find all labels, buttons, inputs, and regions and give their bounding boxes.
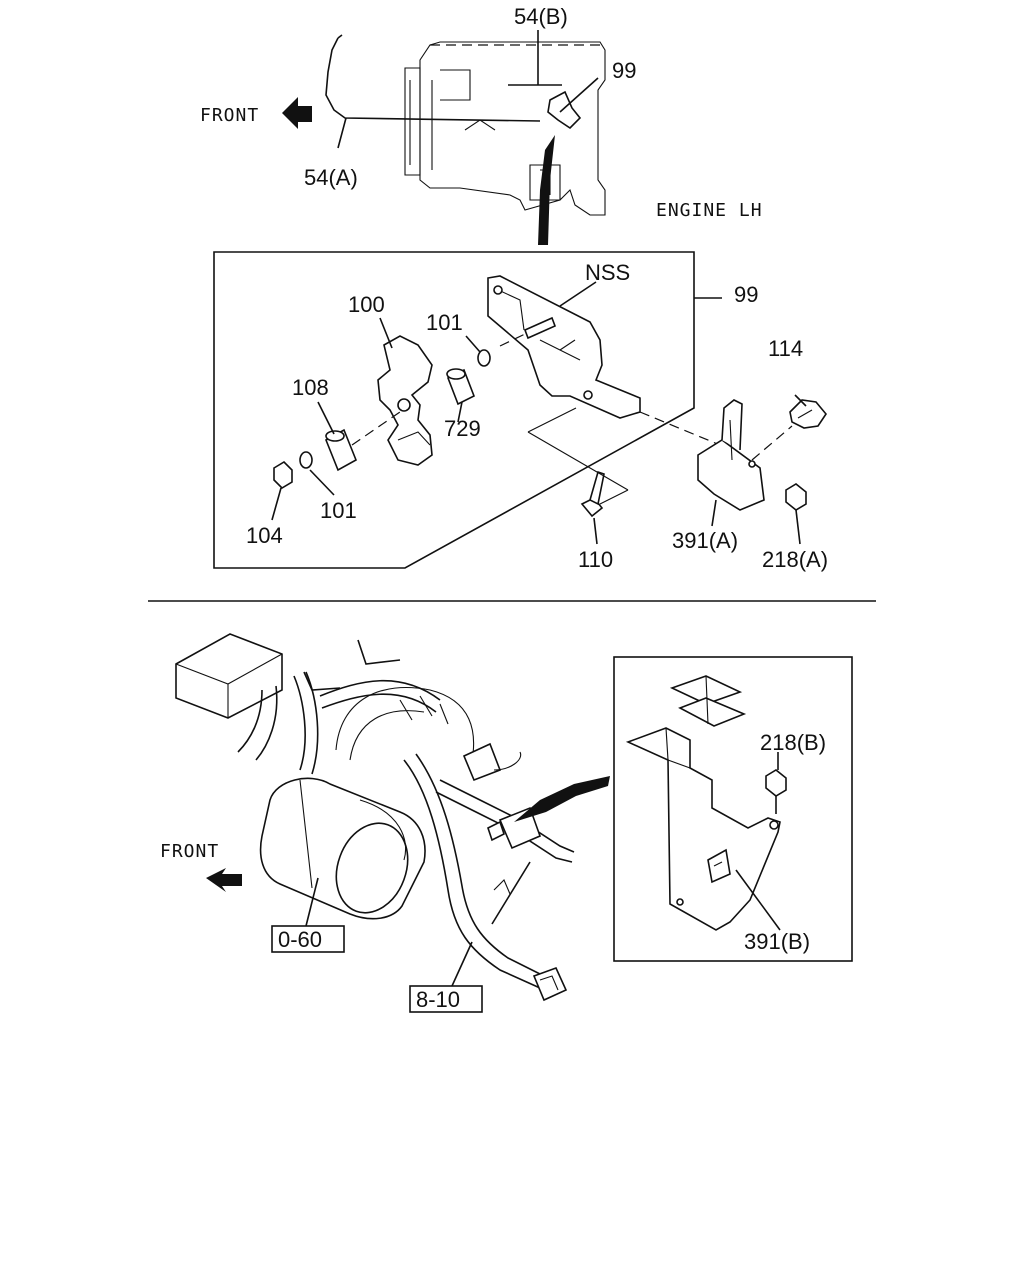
ref-box-8-10[interactable] [409, 985, 483, 1013]
callout-54a: 54(A) [304, 165, 358, 190]
detail-box-99: 99 [213, 251, 828, 572]
callout-114: 114 [768, 336, 803, 361]
front-label-bottom: FRONT [160, 841, 219, 862]
inset-box-391b: 218(B) 391(B) [613, 656, 853, 962]
ref-label-8-10: 8-10 [416, 987, 460, 1012]
callout-391a: 391(A) [672, 528, 738, 553]
callout-218a: 218(A) [762, 547, 828, 572]
ref-box-0-60[interactable] [271, 925, 345, 953]
callout-101-lower: 101 [320, 498, 357, 523]
callout-101-upper: 101 [426, 310, 463, 335]
callout-729: 729 [444, 416, 481, 441]
callout-54b: 54(B) [514, 4, 568, 29]
callout-99-box: 99 [734, 282, 758, 307]
callout-218b: 218(B) [760, 730, 826, 755]
callout-110: 110 [578, 547, 613, 572]
engine-lh-label: ENGINE LH [656, 200, 763, 221]
callout-391b: 391(B) [744, 929, 810, 954]
callout-108: 108 [292, 375, 329, 400]
ref-label-0-60: 0-60 [278, 927, 322, 952]
engine-top-view: FRONT ENGINE LH 54(B) 99 54(A) [200, 4, 763, 245]
starter-harness-view: FRONT 0-60 8-10 [160, 633, 610, 1013]
front-label-top: FRONT [200, 105, 259, 126]
callout-nss: NSS [585, 260, 630, 285]
callout-100: 100 [348, 292, 385, 317]
callout-99-top: 99 [612, 58, 636, 83]
callout-104: 104 [246, 523, 283, 548]
